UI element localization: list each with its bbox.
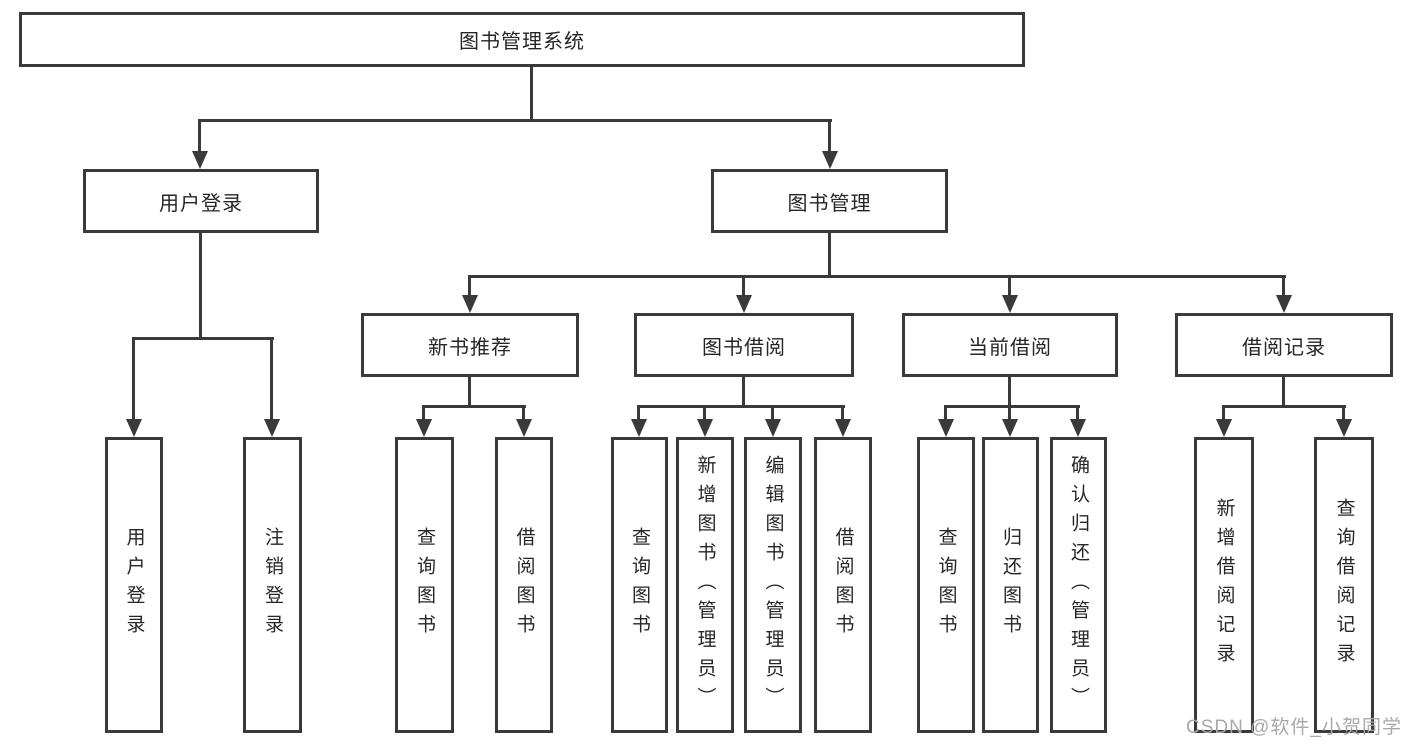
node-borrow-records: 借阅记录: [1175, 313, 1393, 377]
arrowhead: [1216, 419, 1232, 437]
leaf-logout: 注销登录: [243, 437, 302, 733]
connector-line: [742, 275, 745, 297]
connector-line: [637, 405, 845, 408]
node-root-label: 图书管理系统: [459, 31, 585, 53]
arrowhead: [938, 419, 954, 437]
arrowhead: [462, 295, 478, 313]
connector-line: [468, 275, 471, 297]
arrowhead: [736, 295, 752, 313]
arrowhead: [1002, 295, 1018, 313]
arrowhead: [1070, 419, 1086, 437]
connector-line: [1008, 405, 1011, 421]
leaf-query-books-borrow: 查询图书: [611, 437, 668, 733]
connector-line: [530, 67, 533, 121]
leaf-user-login: 用户登录: [105, 437, 163, 733]
leaf-query-books-recommend: 查询图书: [395, 437, 454, 733]
leaf-label: 注销登录: [262, 527, 283, 643]
connector-line: [422, 405, 425, 421]
arrowhead: [192, 151, 208, 169]
leaf-label: 借阅图书: [513, 527, 535, 643]
node-current-borrow-label: 当前借阅: [968, 336, 1052, 359]
leaf-return-book: 归还图书: [982, 437, 1039, 733]
connector-line: [944, 405, 1080, 408]
connector-line: [841, 405, 844, 421]
node-new-book-recommend-label: 新书推荐: [428, 336, 512, 359]
connector-line: [742, 377, 745, 408]
node-new-book-recommend: 新书推荐: [361, 313, 579, 377]
watermark: CSDN @软件_小贺同学: [1186, 717, 1402, 738]
connector-line: [1008, 377, 1011, 408]
leaf-query-books-current: 查询图书: [917, 437, 975, 733]
leaf-borrow-books: 借阅图书: [814, 437, 872, 733]
leaf-label: 确认归还（管理员）: [1068, 454, 1089, 716]
connector-line: [771, 405, 774, 421]
leaf-edit-book-admin: 编辑图书（管理员）: [744, 437, 802, 733]
connector-line: [199, 233, 202, 340]
connector-line: [1282, 377, 1285, 408]
leaf-label: 查询图书: [414, 527, 435, 643]
node-book-borrow-label: 图书借阅: [702, 336, 786, 359]
node-root-system: 图书管理系统: [19, 12, 1025, 67]
arrowhead: [1336, 419, 1352, 437]
node-book-management-label: 图书管理: [787, 192, 872, 215]
arrowhead: [765, 419, 781, 437]
connector-line: [522, 405, 525, 421]
node-borrow-records-label: 借阅记录: [1242, 336, 1326, 359]
connector-line: [1282, 275, 1285, 297]
connector-line: [1222, 405, 1346, 408]
connector-line: [1222, 405, 1225, 421]
leaf-add-borrow-record: 新增借阅记录: [1194, 437, 1254, 733]
arrowhead: [697, 419, 713, 437]
connector-line: [132, 337, 274, 340]
connector-line: [1008, 275, 1011, 297]
leaf-label: 查询图书: [935, 527, 957, 643]
connector-line: [1342, 405, 1345, 421]
connector-line: [270, 337, 273, 421]
leaf-label: 借阅图书: [832, 527, 854, 643]
connector-line: [132, 337, 135, 421]
connector-line: [198, 119, 201, 153]
leaf-label: 编辑图书（管理员）: [762, 454, 784, 716]
arrowhead: [516, 419, 532, 437]
arrowhead: [631, 419, 647, 437]
connector-line: [637, 405, 640, 421]
connector-line: [1076, 405, 1079, 421]
leaf-query-borrow-record: 查询借阅记录: [1314, 437, 1374, 733]
leaf-confirm-return-admin: 确认归还（管理员）: [1050, 437, 1107, 733]
node-user-login: 用户登录: [83, 169, 319, 233]
leaf-label: 归还图书: [1000, 527, 1021, 643]
arrowhead: [264, 419, 280, 437]
arrowhead: [835, 419, 851, 437]
node-current-borrow: 当前借阅: [902, 313, 1118, 377]
leaf-label: 用户登录: [123, 527, 145, 643]
arrowhead: [416, 419, 432, 437]
connector-line: [422, 405, 526, 408]
connector-line: [198, 119, 832, 122]
connector-line: [703, 405, 706, 421]
arrowhead: [1002, 419, 1018, 437]
connector-line: [828, 119, 831, 153]
leaf-add-book-admin: 新增图书（管理员）: [676, 437, 734, 733]
connector-line: [828, 233, 831, 278]
leaf-label: 查询图书: [629, 527, 650, 643]
leaf-label: 新增图书（管理员）: [694, 454, 716, 716]
node-book-borrow: 图书借阅: [634, 313, 854, 377]
connector-line: [944, 405, 947, 421]
node-user-login-label: 用户登录: [159, 192, 243, 215]
leaf-label: 查询借阅记录: [1333, 498, 1355, 672]
leaf-borrow-books-recommend: 借阅图书: [495, 437, 553, 733]
connector-line: [468, 377, 471, 408]
arrowhead: [126, 419, 142, 437]
connector-line: [468, 275, 1286, 278]
arrowhead: [822, 151, 838, 169]
node-book-management: 图书管理: [711, 169, 948, 233]
leaf-label: 新增借阅记录: [1213, 498, 1235, 672]
arrowhead: [1276, 295, 1292, 313]
